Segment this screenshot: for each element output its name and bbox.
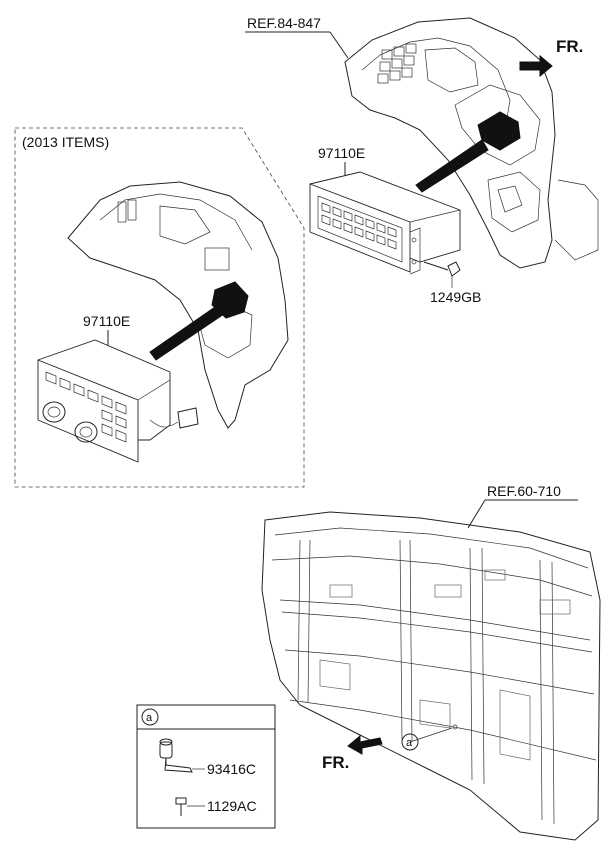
dashboard-vent-grid bbox=[377, 43, 417, 84]
detail-a-marker bbox=[141, 708, 159, 726]
detail-a-box: a 93416C 1129AC bbox=[136, 704, 276, 829]
front-label-bottom: FR. bbox=[322, 753, 349, 772]
inset-2013-items: (2013 ITEMS) 97110E bbox=[14, 127, 305, 488]
front-direction-bottom: FR. bbox=[322, 734, 383, 772]
callout-a-label: a bbox=[406, 737, 413, 749]
control-unit-faceplate bbox=[309, 183, 411, 273]
screw-part-icon bbox=[175, 797, 187, 816]
faceplate-buttons bbox=[321, 202, 397, 250]
mounting-screw bbox=[423, 261, 461, 277]
detail-part1-label[interactable]: 93416C bbox=[207, 761, 256, 777]
front-label-top: FR. bbox=[556, 37, 583, 56]
screw-part-label[interactable]: 1249GB bbox=[430, 289, 481, 305]
frame-ref-label[interactable]: REF.60-710 bbox=[487, 483, 561, 499]
inset-connector bbox=[177, 407, 199, 429]
front-arrow-icon bbox=[519, 54, 553, 78]
sensor-mount-point bbox=[452, 724, 458, 730]
inset-part-label[interactable]: 97110E bbox=[83, 313, 130, 329]
front-arrow-bottom-icon bbox=[347, 734, 383, 755]
inset-pointer bbox=[149, 304, 225, 361]
front-direction-top: FR. bbox=[519, 37, 583, 78]
dash-ref-label[interactable]: REF.84-847 bbox=[247, 15, 321, 31]
detail-a-marker-label: a bbox=[146, 712, 153, 724]
inset-unit-faceplate bbox=[37, 359, 139, 463]
inset-dashed-border bbox=[14, 127, 305, 488]
inset-knobs bbox=[42, 401, 98, 443]
sensor-part-icon bbox=[159, 738, 193, 773]
installation-pointer bbox=[415, 139, 489, 193]
crash-pad-frame-drawing: REF.60-710 a bbox=[261, 483, 601, 841]
detail-part2-label[interactable]: 1129AC bbox=[207, 798, 257, 814]
inset-title: (2013 ITEMS) bbox=[22, 134, 109, 150]
dashboard-reference-drawing: REF.84-847 bbox=[245, 15, 599, 269]
callout-a-marker[interactable] bbox=[401, 733, 419, 751]
main-part-label[interactable]: 97110E bbox=[318, 145, 365, 161]
inset-faceplate-buttons bbox=[45, 371, 127, 443]
main-control-unit-group: 97110E bbox=[309, 145, 481, 305]
inset-vents bbox=[117, 199, 230, 271]
